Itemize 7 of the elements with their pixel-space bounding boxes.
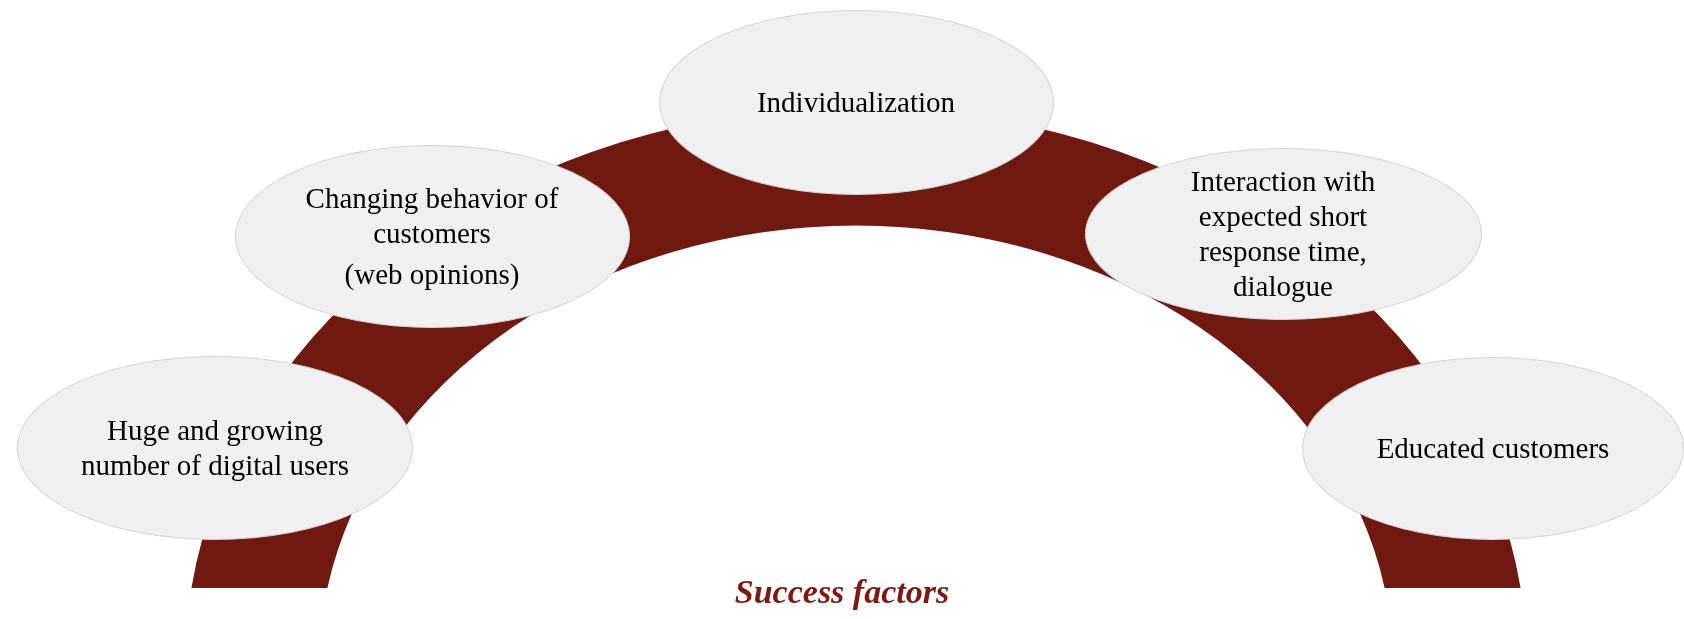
factor-label: Huge and growing number of digital users: [80, 413, 350, 483]
factor-label: Individualization: [756, 84, 956, 120]
caption: Success factors: [734, 573, 950, 610]
factor-label: Interaction with expected short response time, dialogue: [1189, 164, 1377, 304]
factor-label: (web opinions): [344, 256, 520, 292]
factor-label: Changing behavior of customers: [304, 180, 560, 251]
factor-label: Educated customers: [1376, 430, 1610, 466]
